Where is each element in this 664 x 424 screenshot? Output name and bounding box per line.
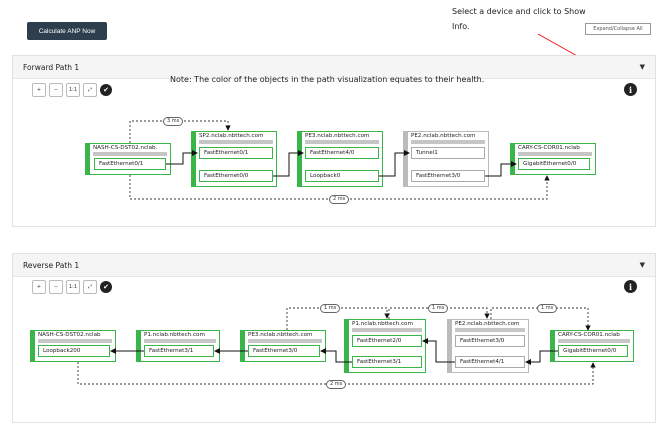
interface-box[interactable]: FastEthernet0/1 bbox=[94, 158, 166, 170]
device-name: NASH-CS-DST02.nclab bbox=[38, 332, 101, 338]
interface-box[interactable]: FastEthernet3/1 bbox=[352, 356, 422, 368]
collapse-icon[interactable]: ▼ bbox=[639, 261, 645, 269]
expand-collapse-all-button[interactable]: Expand/Collapse All bbox=[585, 23, 651, 35]
check-icon[interactable]: ✔ bbox=[100, 84, 112, 96]
health-bar bbox=[558, 339, 630, 343]
forward-path-header[interactable]: Forward Path 1 ▼ bbox=[13, 56, 655, 79]
reverse-path-header[interactable]: Reverse Path 1 ▼ bbox=[13, 254, 655, 277]
calculate-anp-button[interactable]: Calculate ANP Now bbox=[27, 22, 107, 40]
health-bar bbox=[518, 152, 592, 156]
collapse-icon[interactable]: ▼ bbox=[639, 63, 645, 71]
device-name: CARY-CS-COR01.nclab bbox=[518, 145, 580, 151]
show-info-tip-line1: Select a device and click to Show bbox=[452, 7, 586, 16]
device-name: SP2.nclab.nbttech.com bbox=[199, 133, 264, 139]
health-bar bbox=[144, 339, 216, 343]
latency-label: 1 ms bbox=[320, 304, 341, 313]
health-bar bbox=[305, 140, 379, 144]
latency-label: 2 ms bbox=[326, 380, 347, 389]
device-name: PE3.nclab.nbttech.com bbox=[305, 133, 370, 139]
interface-box[interactable]: FastEthernet3/0 bbox=[248, 345, 320, 357]
interface-box[interactable]: GigabitEthernet0/0 bbox=[558, 345, 628, 357]
interface-box[interactable]: Loopback0 bbox=[305, 170, 379, 182]
forward-path-title: Forward Path 1 bbox=[23, 62, 80, 72]
reverse-path-title: Reverse Path 1 bbox=[23, 260, 80, 270]
fit-icon[interactable]: ⤢ bbox=[83, 83, 97, 97]
device-name: PE3.nclab.nbttech.com bbox=[248, 332, 313, 338]
health-bar bbox=[248, 339, 322, 343]
show-info-tip: Select a device and click to Show Info. bbox=[452, 4, 586, 34]
info-icon[interactable]: i bbox=[624, 83, 637, 96]
device-name: PE2.nclab.nbttech.com bbox=[455, 321, 520, 327]
interface-box[interactable]: FastEthernet3/1 bbox=[144, 345, 214, 357]
interface-box[interactable]: FastEthernet0/0 bbox=[199, 170, 273, 182]
info-icon[interactable]: i bbox=[624, 280, 637, 293]
device-name: NASH-CS-DST02.nclab. bbox=[93, 145, 158, 151]
device-name: P1.nclab.nbttech.com bbox=[352, 321, 413, 327]
actual-size-button[interactable]: 1:1 bbox=[66, 83, 80, 97]
device-name: CARY-CS-COR01.nclab bbox=[558, 332, 620, 338]
zoom-in-icon[interactable]: + bbox=[32, 280, 46, 294]
show-info-tip-line2: Info. bbox=[452, 22, 470, 31]
interface-box[interactable]: FastEthernet3/0 bbox=[455, 335, 525, 347]
latency-label: 3 ms bbox=[163, 117, 184, 126]
interface-box[interactable]: FastEthernet4/1 bbox=[455, 356, 525, 368]
interface-box[interactable]: GigabitEthernet0/0 bbox=[518, 158, 590, 170]
latency-label: 1 ms bbox=[537, 304, 558, 313]
fit-icon[interactable]: ⤢ bbox=[83, 280, 97, 294]
interface-box[interactable]: FastEthernet3/0 bbox=[411, 170, 485, 182]
health-bar bbox=[38, 339, 112, 343]
interface-box[interactable]: FastEthernet0/1 bbox=[199, 147, 273, 159]
interface-box[interactable]: Tunnel1 bbox=[411, 147, 485, 159]
health-bar bbox=[93, 152, 167, 156]
check-icon[interactable]: ✔ bbox=[100, 281, 112, 293]
zoom-out-icon[interactable]: − bbox=[49, 83, 63, 97]
interface-box[interactable]: Loopback200 bbox=[38, 345, 110, 357]
reverse-toolbar: + − 1:1 ⤢ ✔ bbox=[32, 280, 112, 294]
health-bar bbox=[411, 140, 485, 144]
health-bar bbox=[455, 328, 525, 332]
health-note: Note: The color of the objects in the pa… bbox=[170, 75, 485, 84]
zoom-in-icon[interactable]: + bbox=[32, 83, 46, 97]
reverse-path-panel: Reverse Path 1 ▼ bbox=[12, 253, 656, 423]
latency-label: 2 ms bbox=[329, 195, 350, 204]
health-bar bbox=[352, 328, 422, 332]
health-bar bbox=[199, 140, 273, 144]
actual-size-button[interactable]: 1:1 bbox=[66, 280, 80, 294]
latency-label: 1 ms bbox=[428, 304, 449, 313]
interface-box[interactable]: FastEthernet2/0 bbox=[352, 335, 422, 347]
device-name: PE2.nclab.nbttech.com bbox=[411, 133, 476, 139]
device-name: P1.nclab.nbttech.com bbox=[144, 332, 205, 338]
forward-toolbar: + − 1:1 ⤢ ✔ bbox=[32, 83, 112, 97]
interface-box[interactable]: FastEthernet4/0 bbox=[305, 147, 379, 159]
zoom-out-icon[interactable]: − bbox=[49, 280, 63, 294]
